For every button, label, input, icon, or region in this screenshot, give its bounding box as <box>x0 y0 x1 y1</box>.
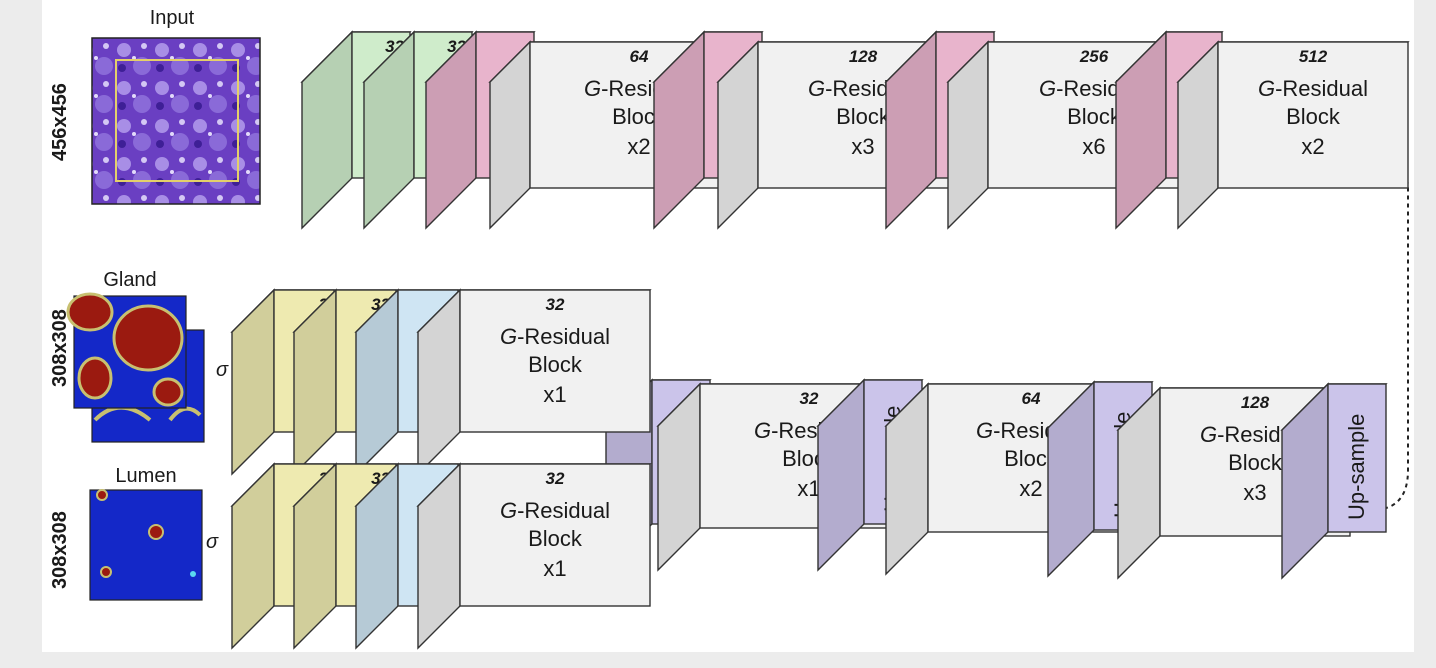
block-channel-label: 64 <box>630 47 649 66</box>
input-title: Input <box>150 7 195 29</box>
block-title-prefix: G <box>808 76 825 101</box>
gland-size-label: 308x308 <box>49 309 71 387</box>
block-channel-label: 32 <box>546 469 565 488</box>
block-channel-label: 128 <box>849 47 878 66</box>
layer-blocks: G-Conv32G-Conv32Max Pool64G-ResidualBloc… <box>230 30 1410 650</box>
input-image <box>91 37 261 205</box>
lumen-panel: Lumen σ 308x308 <box>49 465 219 601</box>
block-repeat: x1 <box>543 556 566 581</box>
block-vertical-label: Up-sample <box>1344 414 1369 520</box>
lumen-mask <box>89 489 203 601</box>
block-channel-label: 32 <box>546 295 565 314</box>
decoder-block-6-up: Up-sample <box>1280 382 1388 580</box>
lumen-sigma: σ <box>206 531 219 553</box>
block-title-prefix: G <box>1039 76 1056 101</box>
block-title-prefix: G <box>1200 422 1217 447</box>
block-title-prefix: G <box>584 76 601 101</box>
block-title-suffix: -Residual <box>517 324 610 349</box>
block-title-line2: Block <box>528 526 583 551</box>
block-channel-label: 64 <box>1022 389 1041 408</box>
block-repeat: x2 <box>1019 476 1042 501</box>
block-title-line2: Block <box>836 104 891 129</box>
block-title-line2: Block <box>1286 104 1341 129</box>
block-repeat: x6 <box>1082 134 1105 159</box>
gland-panel: Gland σ 308x308 <box>49 269 229 443</box>
block-repeat: x2 <box>1301 134 1324 159</box>
block-front-face <box>1217 41 1409 189</box>
input-panel: Input 456x456 <box>49 7 261 205</box>
block-title: G-Residual <box>500 498 610 523</box>
block-front-face <box>1327 383 1387 533</box>
lumen-title: Lumen <box>115 465 176 487</box>
block-title-line2: Block <box>1228 450 1283 475</box>
block-channel-label: 512 <box>1299 47 1328 66</box>
block-title-suffix: -Residual <box>517 498 610 523</box>
block-repeat: x3 <box>1243 480 1266 505</box>
block-channel-label: 128 <box>1241 393 1270 412</box>
block-channel-label: 256 <box>1079 47 1109 66</box>
block-title: G-Residual <box>1258 76 1368 101</box>
input-size-label: 456x456 <box>49 83 71 161</box>
block-repeat: x1 <box>797 476 820 501</box>
block-repeat: x2 <box>627 134 650 159</box>
block-repeat: x1 <box>543 382 566 407</box>
block-title-prefix: G <box>500 498 517 523</box>
block-title-prefix: G <box>500 324 517 349</box>
block-title-prefix: G <box>1258 76 1275 101</box>
block-title-line2: Block <box>528 352 583 377</box>
gland-sigma: σ <box>216 359 229 381</box>
crop-box <box>115 59 239 182</box>
block-title-suffix: -Residual <box>1275 76 1368 101</box>
block-title-prefix: G <box>976 418 993 443</box>
gland-title: Gland <box>103 269 156 291</box>
block-front-face <box>459 463 651 607</box>
block-channel-label: 32 <box>800 389 819 408</box>
block-repeat: x3 <box>851 134 874 159</box>
block-title-prefix: G <box>754 418 771 443</box>
block-title-line2: Block <box>1067 104 1122 129</box>
lumen-size-label: 308x308 <box>49 511 71 589</box>
block-front-face <box>459 289 651 433</box>
block-title: G-Residual <box>500 324 610 349</box>
